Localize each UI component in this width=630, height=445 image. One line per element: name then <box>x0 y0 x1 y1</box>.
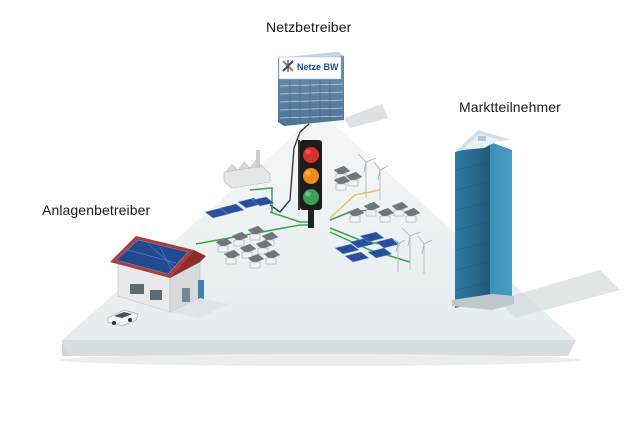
marktteilnehmer-label: Marktteilnehmer <box>459 99 561 115</box>
red-light-icon <box>303 147 319 163</box>
orange-light-icon <box>303 168 319 184</box>
factory <box>224 150 270 188</box>
marktteilnehmer-tower <box>452 130 514 310</box>
logo-text: Netze BW <box>297 62 339 72</box>
hq-shadow <box>344 104 388 128</box>
anlagenbetreiber-label: Anlagenbetreiber <box>42 202 150 218</box>
netzbetreiber-label: Netzbetreiber <box>266 19 351 35</box>
green-light-icon <box>303 189 319 205</box>
